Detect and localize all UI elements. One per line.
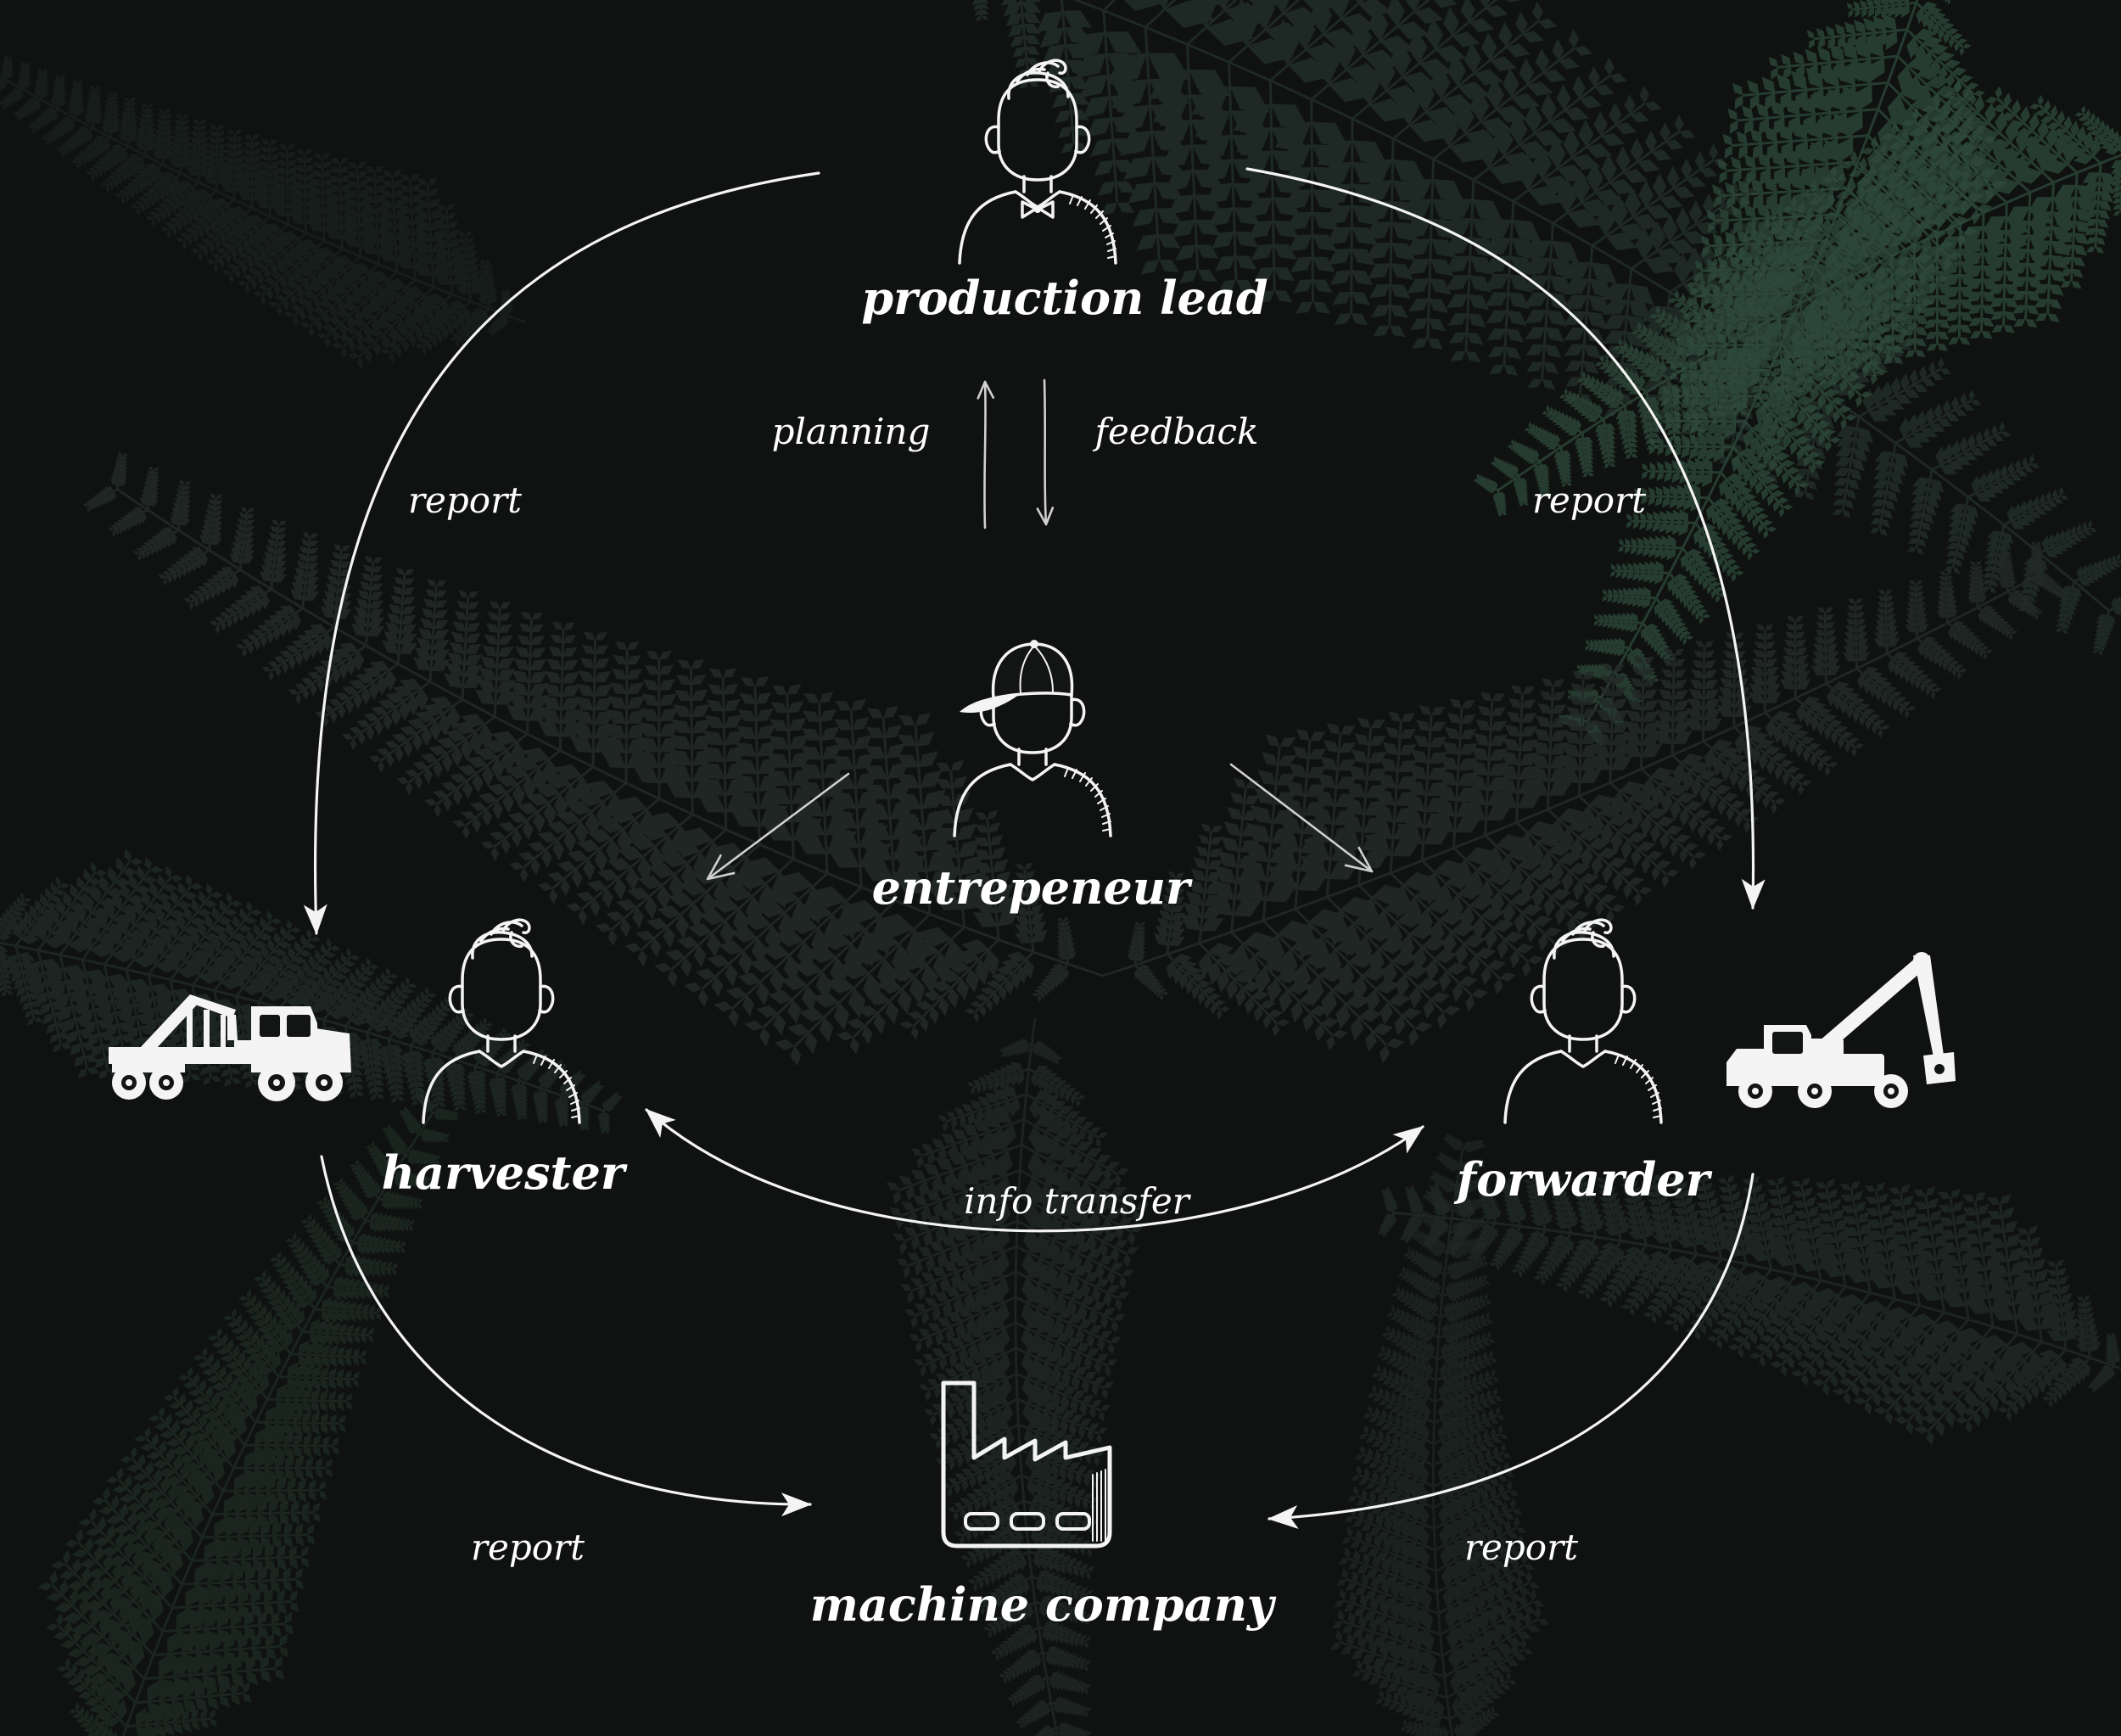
fern-leaflets	[0, 55, 514, 370]
report-arrow-bottom-right	[1268, 1173, 1754, 1529]
factory-icon	[941, 1380, 1112, 1548]
harvester-label: harvester	[382, 1145, 628, 1200]
labels: production lead entrepeneur harvester fo…	[382, 271, 1713, 1632]
info-transfer-label: info transfer	[964, 1180, 1192, 1222]
fern-leaflets	[82, 451, 1077, 1067]
entrepreneur-to-forwarder-arrow	[1229, 763, 1374, 873]
fern-leaflets	[37, 1088, 459, 1736]
fern-stem	[1102, 545, 2063, 1046]
fern-frond	[1102, 541, 2068, 1064]
forest-machine-icon	[1726, 952, 1956, 1108]
feedback-label: feedback	[1092, 411, 1258, 452]
report-label-top-right: report	[1532, 479, 1646, 521]
fern-frond	[1377, 1173, 2121, 1446]
fern-frond	[971, 0, 2121, 656]
connectors	[303, 167, 1766, 1529]
fern-stem	[898, 1017, 1137, 1736]
fern-stem	[1340, 1136, 1538, 1736]
entrepreneur-to-harvester-arrow	[706, 772, 850, 881]
entrepreneur-label: entrepeneur	[872, 860, 1193, 915]
fern-leaflets	[1127, 541, 2068, 1064]
report-label-top-left: report	[408, 479, 522, 521]
fern-frond	[0, 55, 527, 370]
fern-leaflets	[971, 0, 2121, 656]
report-arrow-top-right	[1245, 167, 1766, 910]
report-label-bottom-right: report	[1464, 1526, 1578, 1568]
person-bowtie-icon	[958, 59, 1117, 265]
fern-leaflets	[1473, 79, 2121, 517]
forest-machine-icon	[109, 994, 351, 1101]
fern-frond	[37, 1088, 459, 1736]
report-arrow-bottom-left	[320, 1155, 812, 1517]
fern-frond	[1330, 1132, 1550, 1736]
machine-company-label: machine company	[810, 1577, 1277, 1632]
fern-leaflets	[1558, 0, 2007, 748]
fern-leaflets	[1330, 1132, 1550, 1736]
person-cap-icon	[953, 640, 1112, 837]
planning-arrow	[977, 380, 995, 529]
production-lead-label: production lead	[861, 271, 1268, 325]
report-arrow-top-left	[303, 171, 820, 935]
fern-leaflets	[1377, 1173, 2121, 1446]
planning-label: planning	[772, 411, 931, 452]
fern-leaflets	[887, 1039, 1150, 1736]
feedback-arrow	[1036, 378, 1055, 526]
info-transfer-arrow	[645, 1108, 1424, 1233]
fern-stem	[51, 1093, 456, 1736]
fern-stem	[0, 59, 527, 358]
fern-stem	[87, 456, 1104, 1048]
fern-frond	[82, 451, 1104, 1067]
report-label-bottom-left: report	[471, 1526, 585, 1568]
fern-frond	[887, 1017, 1150, 1736]
forwarder-label: forwarder	[1453, 1152, 1713, 1207]
